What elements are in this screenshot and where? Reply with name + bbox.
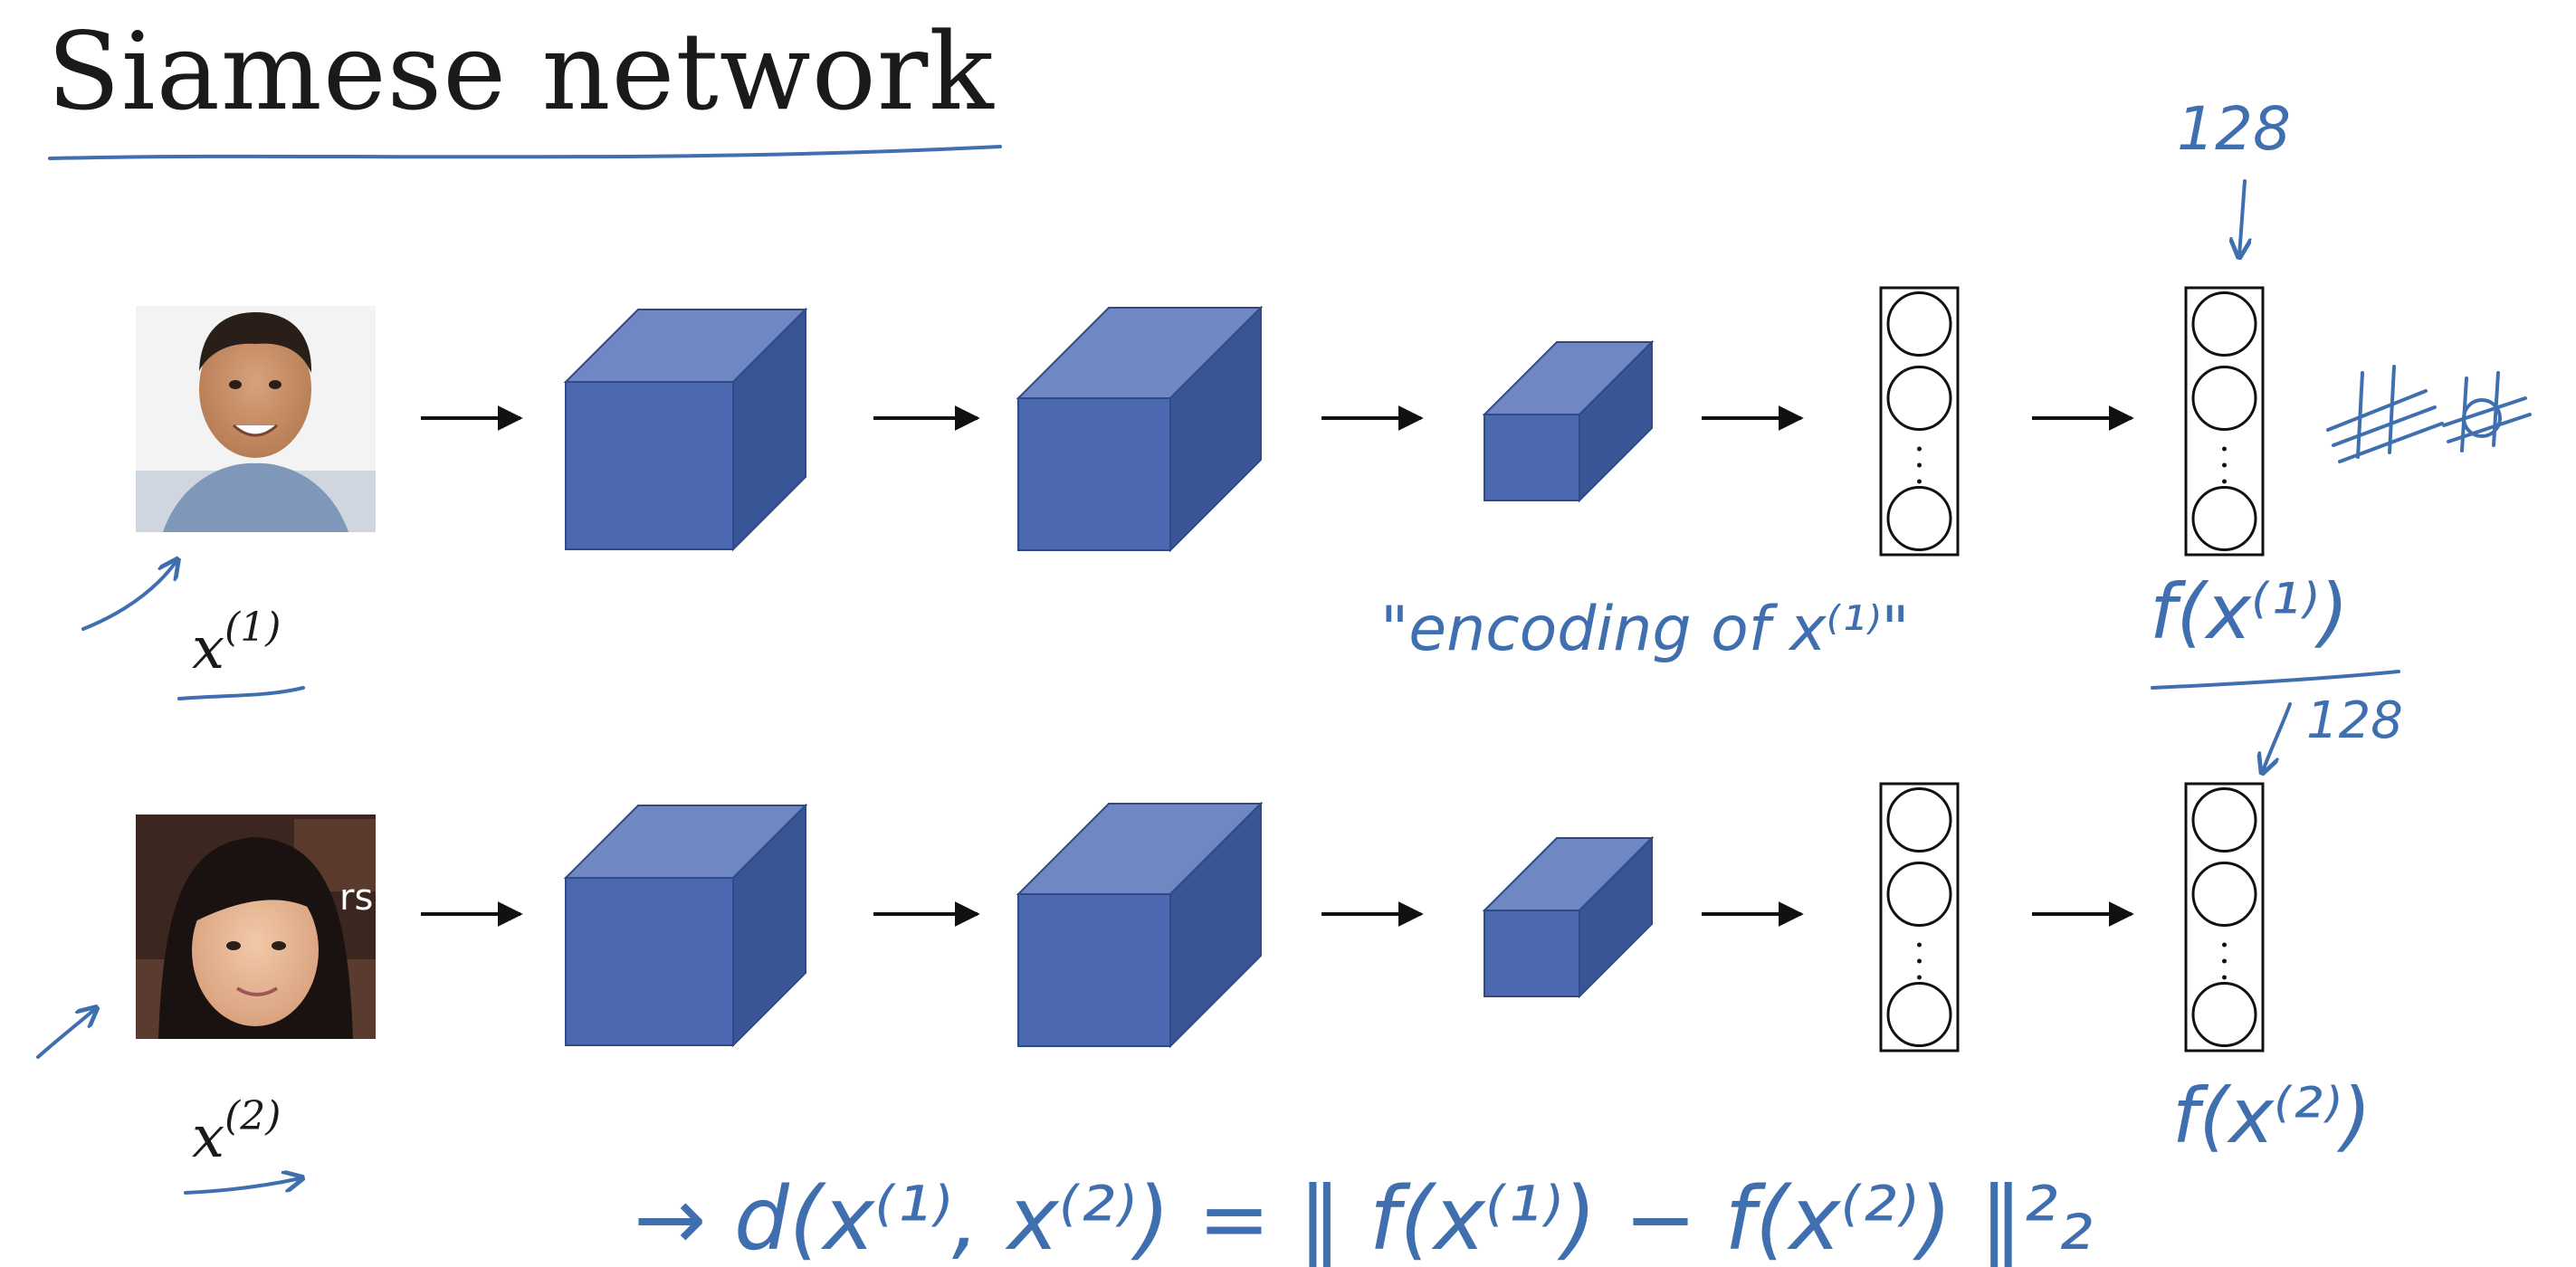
ellipsis-dot [2222, 462, 2227, 468]
neuron [1886, 486, 1952, 551]
input-label-1: x(1) [192, 605, 281, 682]
dimension-arrow-bottom [2263, 702, 2292, 771]
ellipsis-dot [1917, 958, 1922, 964]
hand-arrow-1 [81, 561, 177, 631]
encoding-note: "encoding of x⁽¹⁾" [1380, 594, 1909, 665]
encoding-f-top: f(x⁽¹⁾) [2150, 567, 2349, 656]
ellipsis-dot [2222, 975, 2227, 980]
input-underline-2 [184, 1178, 301, 1195]
neuron [2191, 787, 2257, 853]
ellipsis-dot [2222, 446, 2227, 452]
neuron [2191, 982, 2257, 1047]
scribble-hash [2326, 365, 2532, 463]
conv-block-3 [1482, 339, 1655, 503]
dimension-label-top: 128 [2177, 94, 2291, 164]
ellipsis-dot [2222, 942, 2227, 948]
input-underline-1 [177, 686, 305, 700]
network-row-2 [421, 782, 2265, 1053]
neuron [2191, 486, 2257, 551]
neuron [1886, 366, 1952, 431]
neuron [2191, 862, 2257, 927]
conv-block-2 [1016, 305, 1264, 553]
neuron [1886, 862, 1952, 927]
title-underline [48, 145, 1002, 160]
fc-layer [1879, 286, 1960, 557]
encoding-layer [2184, 286, 2265, 557]
encoding-f-bottom: f(x⁽²⁾) [2172, 1072, 2371, 1160]
svg-text:rs: rs [339, 877, 373, 919]
neuron [2191, 291, 2257, 357]
input-photo-2: rs [136, 814, 376, 1039]
neuron [1886, 291, 1952, 357]
ellipsis-dot [1917, 975, 1922, 980]
conv-block-3 [1482, 835, 1655, 999]
neuron [1886, 787, 1952, 853]
ellipsis-dot [1917, 462, 1922, 468]
ellipsis-dot [1917, 479, 1922, 484]
conv-block-1 [563, 803, 808, 1048]
fc-layer [1879, 782, 1960, 1053]
ellipsis-dot [2222, 479, 2227, 484]
slide-title: Siamese network [47, 9, 995, 134]
encoding-layer [2184, 782, 2265, 1053]
dimension-arrow-top [2239, 179, 2245, 255]
ellipsis-dot [2222, 958, 2227, 964]
ellipsis-dot [1917, 446, 1922, 452]
distance-formula: → d(x⁽¹⁾, x⁽²⁾) = ‖ f(x⁽¹⁾) − f(x⁽²⁾) ‖²… [634, 1168, 2093, 1267]
separator-line [2151, 670, 2400, 690]
dimension-label-bottom: 128 [2306, 691, 2403, 750]
conv-block-1 [563, 307, 808, 552]
ellipsis-dot [1917, 942, 1922, 948]
network-row-1 [421, 286, 2265, 557]
neuron [1886, 982, 1952, 1047]
conv-block-2 [1016, 801, 1264, 1049]
input-photo-1 [136, 306, 376, 532]
neuron [2191, 366, 2257, 431]
input-label-2: x(2) [192, 1093, 281, 1171]
hand-arrow-2 [36, 1009, 95, 1059]
